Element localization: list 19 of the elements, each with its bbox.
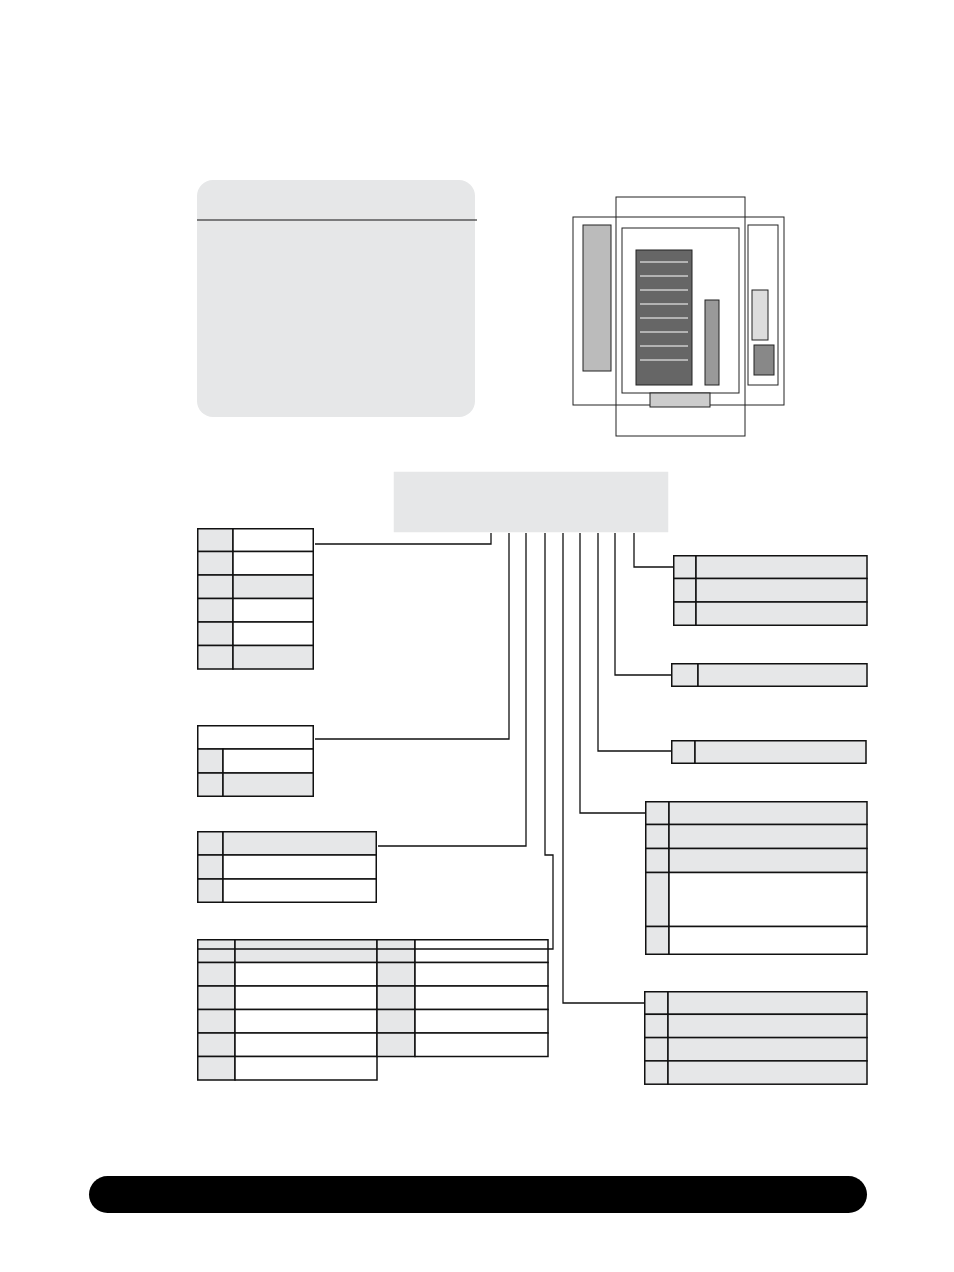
option-table [671,740,867,764]
leader-line [377,532,527,847]
leader-line [196,532,554,950]
option-table [197,528,314,670]
leader-line [562,532,645,1004]
option-table [673,555,868,626]
option-table [197,939,549,1081]
option-table [197,831,377,903]
leader-line [633,532,674,568]
option-table [671,663,868,687]
leader-line [614,532,672,676]
option-table [645,801,868,955]
code-box [393,471,669,533]
leader-line [579,532,646,814]
option-table [644,991,868,1085]
leader-line [314,532,492,545]
leader-line [597,532,672,752]
option-table [197,725,314,797]
leader-line [314,532,510,740]
